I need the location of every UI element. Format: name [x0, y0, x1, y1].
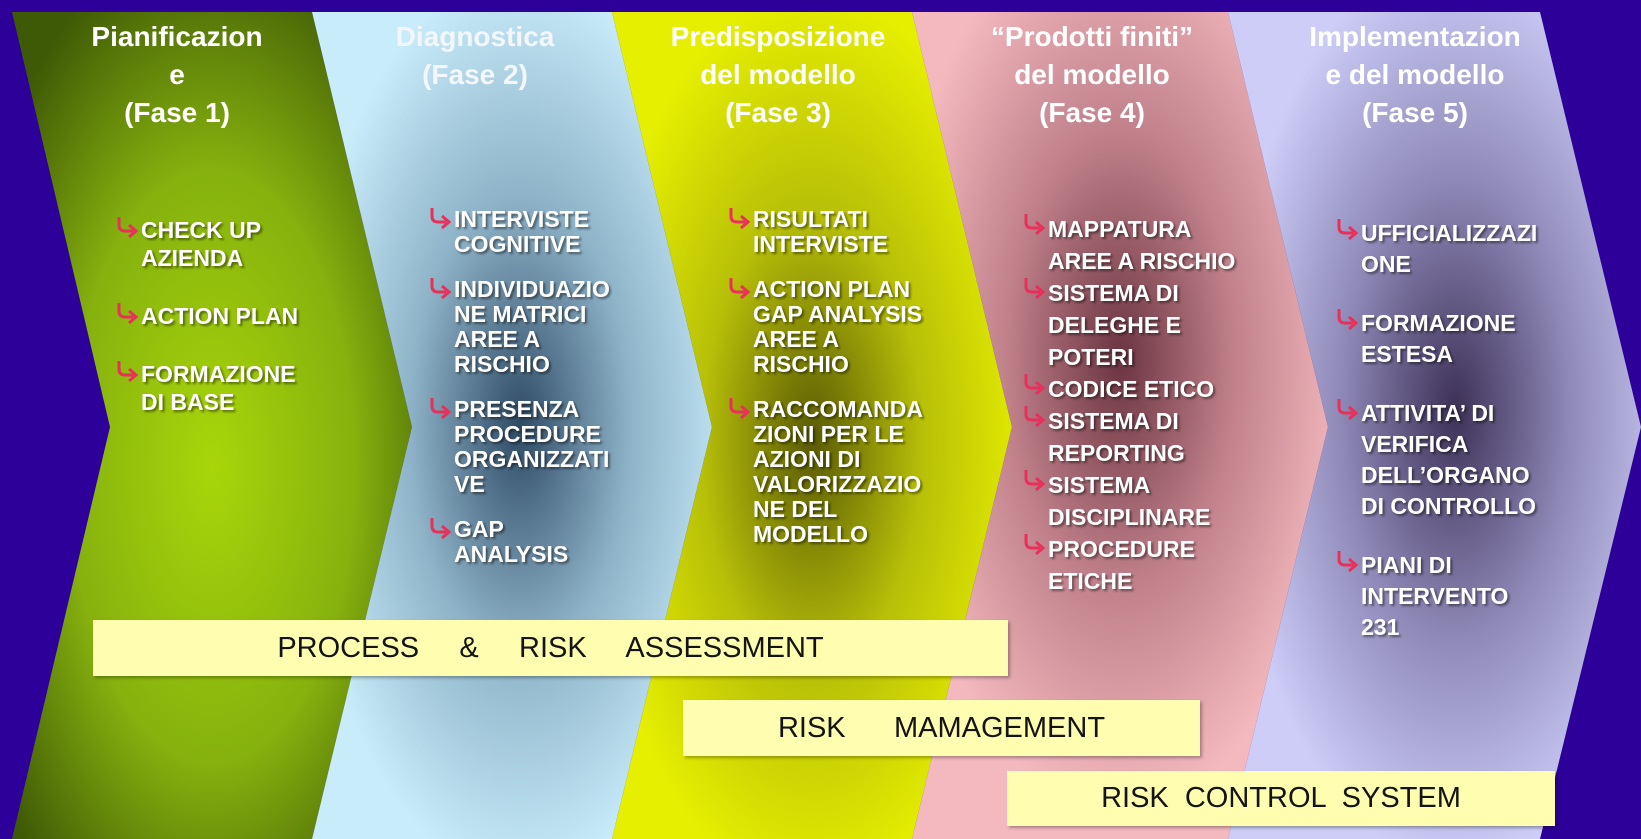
curved-arrow-icon [1337, 219, 1359, 241]
list-item: PRESENZA PROCEDURE ORGANIZZATI VE [428, 397, 668, 497]
phase-5-list: UFFICIALIZZAZI ONE FORMAZIONE ESTESA ATT… [1335, 218, 1605, 643]
phase-1-title: Pianificazion e (Fase 1) [91, 21, 263, 128]
list-item: SISTEMA DISCIPLINARE [1022, 469, 1282, 533]
process-risk-assessment-band: PROCESS & RISK ASSESSMENT [93, 620, 1008, 676]
risk-management-band: RISK MAMAGEMENT [683, 700, 1200, 756]
curved-arrow-icon [1024, 470, 1046, 492]
phase-4-list: MAPPATURA AREE A RISCHIO SISTEMA DI DELE… [1022, 213, 1282, 597]
curved-arrow-icon [1337, 309, 1359, 331]
phase-3-list: RISULTATI INTERVISTE ACTION PLAN GAP ANA… [727, 207, 967, 547]
curved-arrow-icon [1337, 551, 1359, 573]
list-item: FORMAZIONE ESTESA [1335, 308, 1605, 370]
curved-arrow-icon [430, 398, 452, 420]
list-item: RACCOMANDA ZIONI PER LE AZIONI DI VALORI… [727, 397, 967, 547]
list-item-label: FORMAZIONE ESTESA [1361, 310, 1516, 367]
list-item-label: PIANI DI INTERVENTO 231 [1361, 552, 1509, 640]
list-item-label: PROCEDURE ETICHE [1048, 536, 1195, 594]
phase-3-title: Predisposizione del modello (Fase 3) [670, 21, 886, 128]
curved-arrow-icon [430, 278, 452, 300]
list-item: RISULTATI INTERVISTE [727, 207, 967, 257]
list-item-label: ACTION PLAN [141, 303, 299, 329]
list-item: FORMAZIONE DI BASE [115, 360, 335, 416]
list-item: ATTIVITA’ DI VERIFICA DELL’ORGANO DI CON… [1335, 398, 1605, 522]
curved-arrow-icon [1024, 534, 1046, 556]
curved-arrow-icon [1337, 399, 1359, 421]
list-item-label: ATTIVITA’ DI VERIFICA DELL’ORGANO DI CON… [1361, 400, 1537, 519]
list-item: SISTEMA DI REPORTING [1022, 405, 1282, 469]
list-item-label: FORMAZIONE DI BASE [141, 361, 296, 415]
list-item: MAPPATURA AREE A RISCHIO [1022, 213, 1282, 277]
curved-arrow-icon [1024, 278, 1046, 300]
list-item-label: SISTEMA DISCIPLINARE [1048, 472, 1211, 530]
list-item-label: SISTEMA DI REPORTING [1048, 408, 1185, 466]
list-item-label: CODICE ETICO [1048, 376, 1215, 402]
curved-arrow-icon [1024, 214, 1046, 236]
curved-arrow-icon [1024, 406, 1046, 428]
list-item: ACTION PLAN [115, 302, 335, 330]
list-item-label: MAPPATURA AREE A RISCHIO [1048, 216, 1236, 274]
phase-4-chevron [912, 12, 1328, 839]
list-item-label: INDIVIDUAZIO NE MATRICI AREE A RISCHIO [454, 276, 610, 377]
phase-5-chevron [1228, 12, 1641, 839]
list-item: SISTEMA DI DELEGHE E POTERI [1022, 277, 1282, 373]
curved-arrow-icon [117, 217, 139, 239]
curved-arrow-icon [729, 398, 751, 420]
list-item-label: SISTEMA DI DELEGHE E POTERI [1048, 280, 1181, 370]
phase-2-list: INTERVISTE COGNITIVE INDIVIDUAZIO NE MAT… [428, 207, 668, 567]
curved-arrow-icon [117, 303, 139, 325]
phase-5-title: Implementazion e del modello (Fase 5) [1309, 21, 1521, 128]
list-item-label: ACTION PLAN GAP ANALYSIS AREE A RISCHIO [753, 276, 923, 377]
list-item: UFFICIALIZZAZI ONE [1335, 218, 1605, 280]
curved-arrow-icon [1024, 374, 1046, 396]
list-item-label: GAP ANALYSIS [454, 516, 569, 567]
curved-arrow-icon [729, 208, 751, 230]
list-item-label: RISULTATI INTERVISTE [753, 206, 889, 257]
list-item: INTERVISTE COGNITIVE [428, 207, 668, 257]
list-item-label: RACCOMANDA ZIONI PER LE AZIONI DI VALORI… [753, 396, 923, 547]
list-item: ACTION PLAN GAP ANALYSIS AREE A RISCHIO [727, 277, 967, 377]
curved-arrow-icon [117, 361, 139, 383]
list-item: CODICE ETICO [1022, 373, 1282, 405]
curved-arrow-icon [430, 208, 452, 230]
phase-1-list: CHECK UP AZIENDA ACTION PLAN FORMAZIONE … [115, 216, 335, 416]
risk-control-system-band: RISK CONTROL SYSTEM [1007, 771, 1555, 826]
list-item-label: UFFICIALIZZAZI ONE [1361, 220, 1538, 277]
list-item: GAP ANALYSIS [428, 517, 668, 567]
list-item-label: PRESENZA PROCEDURE ORGANIZZATI VE [454, 396, 610, 497]
list-item: PROCEDURE ETICHE [1022, 533, 1282, 597]
curved-arrow-icon [430, 518, 452, 540]
list-item: INDIVIDUAZIO NE MATRICI AREE A RISCHIO [428, 277, 668, 377]
list-item-label: INTERVISTE COGNITIVE [454, 206, 590, 257]
list-item-label: CHECK UP AZIENDA [141, 217, 262, 271]
list-item: PIANI DI INTERVENTO 231 [1335, 550, 1605, 643]
curved-arrow-icon [729, 278, 751, 300]
phase-2-title: Diagnostica (Fase 2) [395, 21, 555, 90]
phase-4-title: “Prodotti finiti” del modello (Fase 4) [990, 21, 1194, 128]
list-item: CHECK UP AZIENDA [115, 216, 335, 272]
